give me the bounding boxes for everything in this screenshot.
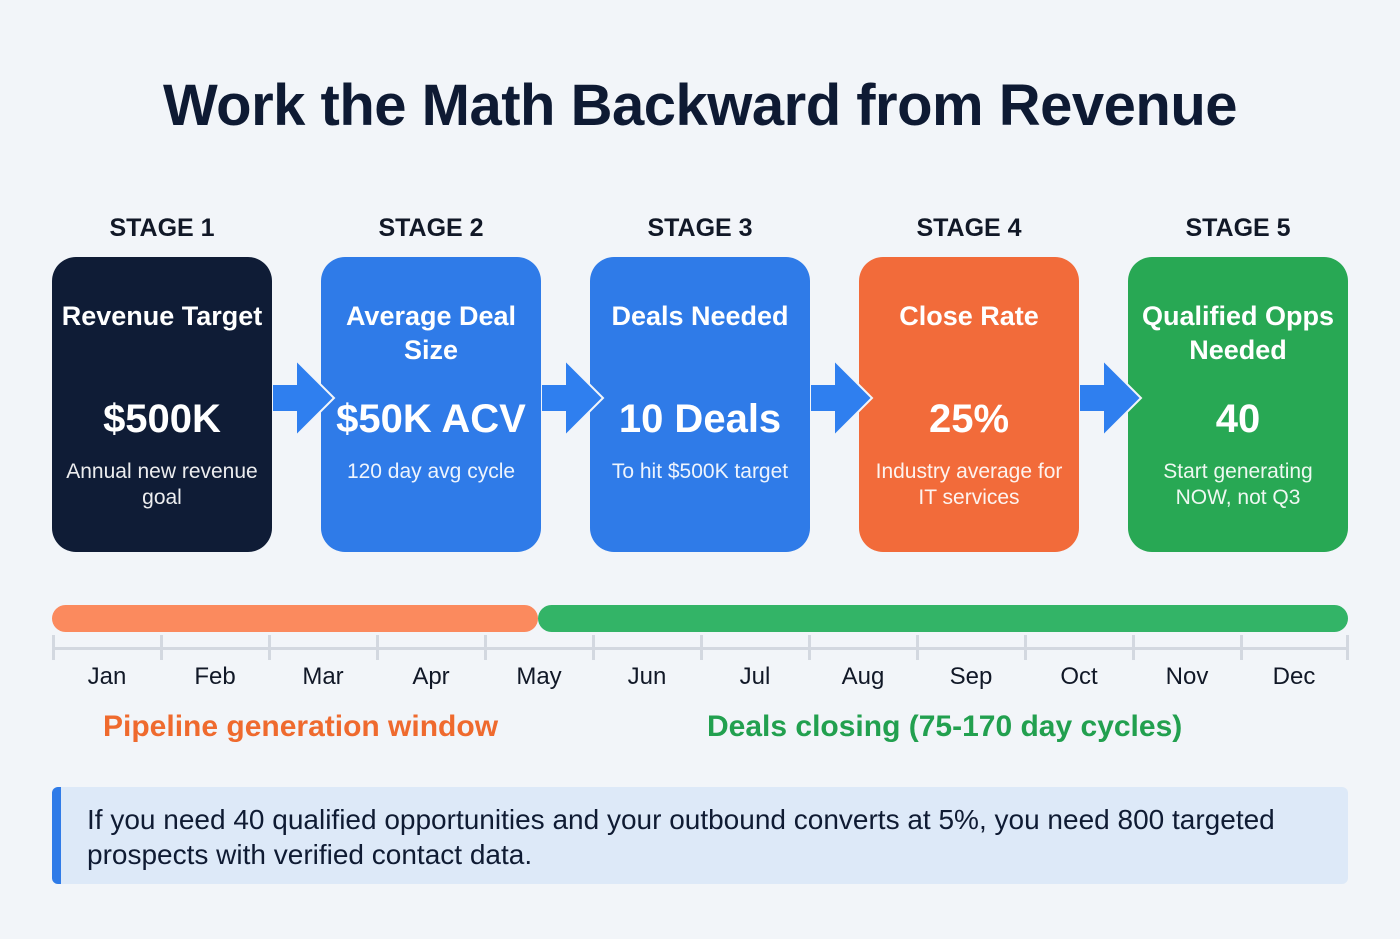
timeline-tick: [1240, 635, 1243, 660]
month-label: Feb: [194, 663, 236, 690]
stage-card-deals-needed: Deals Needed 10 Deals To hit $500K targe…: [590, 257, 810, 552]
month-label: Jul: [739, 663, 771, 690]
timeline-tick: [1024, 635, 1027, 660]
month-label: Mar: [302, 663, 344, 690]
card-subtext: 120 day avg cycle: [346, 460, 516, 483]
card-subtext: Start generating NOW, not Q3: [1163, 460, 1313, 509]
month-label: Nov: [1165, 663, 1209, 690]
stage-card-qualified-opps: Qualified Opps Needed 40 Start generatin…: [1128, 257, 1348, 552]
arrow-right-icon: [272, 360, 336, 436]
month-label: Oct: [1060, 663, 1098, 690]
card-subtext: Industry average for IT services: [875, 460, 1063, 509]
card-heading: Close Rate: [899, 301, 1039, 331]
arrow-right-icon: [541, 360, 605, 436]
card-heading: Average Deal Size: [345, 301, 517, 365]
timeline-tick: [160, 635, 163, 660]
pipeline-window-label: Pipeline generation window: [103, 710, 499, 743]
month-label: Jan: [87, 663, 127, 690]
card-subtext: Annual new revenue goal: [66, 460, 258, 509]
stage-card-revenue-target: Revenue Target $500K Annual new revenue …: [52, 257, 272, 552]
card-subtext: To hit $500K target: [611, 460, 789, 483]
deals-closing-bar: [538, 605, 1348, 632]
stage-card-close-rate: Close Rate 25% Industry average for IT s…: [859, 257, 1079, 552]
month-label: Apr: [412, 663, 450, 690]
month-label: Aug: [841, 663, 885, 690]
card-value: $50K ACV: [336, 397, 526, 441]
deals-closing-label: Deals closing (75-170 day cycles): [707, 710, 1183, 743]
month-label: Dec: [1272, 663, 1316, 690]
stage-5-label: STAGE 5: [1185, 214, 1291, 242]
timeline-tick: [808, 635, 811, 660]
timeline-tick: [52, 635, 55, 660]
stage-3-label: STAGE 3: [647, 214, 753, 242]
stage-2-label: STAGE 2: [378, 214, 484, 242]
timeline-tick: [268, 635, 271, 660]
card-heading: Qualified Opps Needed: [1141, 301, 1335, 365]
timeline-tick: [1346, 635, 1349, 660]
month-label: Jun: [627, 663, 667, 690]
timeline-tick: [484, 635, 487, 660]
card-value: 25%: [928, 397, 1010, 441]
card-heading: Revenue Target: [61, 301, 263, 331]
month-label: Sep: [949, 663, 993, 690]
arrow-right-icon: [1079, 360, 1143, 436]
timeline-tick: [700, 635, 703, 660]
stage-4-label: STAGE 4: [916, 214, 1022, 242]
stage-card-average-deal-size: Average Deal Size $50K ACV 120 day avg c…: [321, 257, 541, 552]
stage-1-label: STAGE 1: [109, 214, 215, 242]
card-value: 40: [1215, 397, 1261, 441]
timeline-tick: [376, 635, 379, 660]
timeline-tick: [592, 635, 595, 660]
card-value: 10 Deals: [618, 397, 782, 441]
pipeline-window-bar: [52, 605, 538, 632]
timeline-tick: [1132, 635, 1135, 660]
insight-callout: If you need 40 qualified opportunities a…: [52, 787, 1348, 884]
card-heading: Deals Needed: [611, 301, 789, 331]
timeline-tick: [916, 635, 919, 660]
month-label: May: [516, 663, 562, 690]
card-value: $500K: [103, 397, 221, 441]
page-title: Work the Math Backward from Revenue: [162, 73, 1238, 138]
arrow-right-icon: [810, 360, 874, 436]
